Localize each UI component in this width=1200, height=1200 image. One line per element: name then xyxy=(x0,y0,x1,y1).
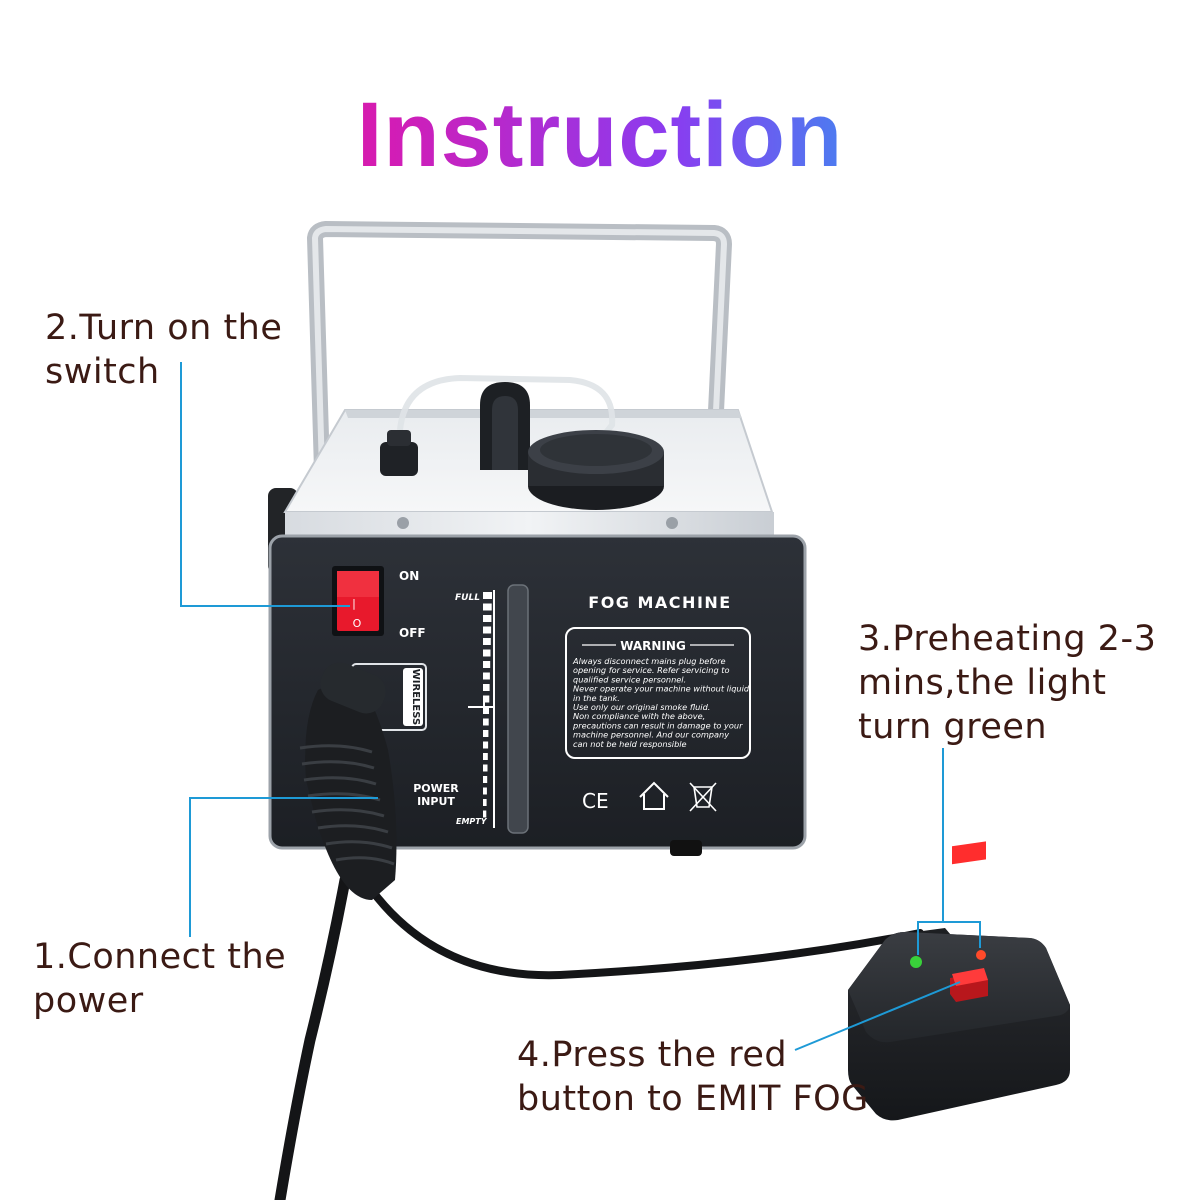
gauge-empty-label: EMPTY xyxy=(456,817,488,826)
switch-on-label: ON xyxy=(399,569,419,583)
warning-text: Always disconnect mains plug beforeopeni… xyxy=(572,656,750,749)
gauge-tick xyxy=(483,707,489,714)
gauge-tick xyxy=(483,695,490,703)
status-led-green xyxy=(910,956,922,968)
switch-mark-on: | xyxy=(352,597,356,610)
gauge-tick xyxy=(483,764,488,772)
gauge-tick xyxy=(483,741,489,749)
gauge-tick xyxy=(483,672,490,680)
switch-mark-off: O xyxy=(353,617,362,630)
power-plug xyxy=(299,662,397,900)
gauge-tick xyxy=(483,638,491,645)
warning-line: can not be held responsible xyxy=(573,739,687,749)
page-title: Instruction xyxy=(0,80,1200,190)
gauge-tick xyxy=(483,810,487,818)
gauge-tick xyxy=(483,776,488,783)
power-cord xyxy=(274,856,924,1200)
warning-title: WARNING xyxy=(620,639,686,653)
gauge-tick xyxy=(483,730,489,737)
power-input-label-line1: POWER xyxy=(413,782,459,795)
valve-cap xyxy=(380,430,418,476)
gauge-tick xyxy=(483,592,492,599)
machine-name-label: FOG MACHINE xyxy=(588,593,731,612)
weee-disposal-icon xyxy=(689,782,717,812)
step-1-connect-power: 1.Connect the power xyxy=(33,937,287,1021)
callout-switch xyxy=(180,362,350,607)
callout-button xyxy=(794,981,961,1051)
power-input-label-line2: INPUT xyxy=(417,795,455,808)
gauge-tick xyxy=(483,753,488,760)
tank-cap xyxy=(528,430,664,510)
power-switch[interactable] xyxy=(332,566,384,636)
fluid-gauge xyxy=(468,584,529,834)
callout-power xyxy=(189,797,378,937)
wireless-label: WIRELESS xyxy=(410,669,421,725)
warning-line: Use only our original smoke fluid. xyxy=(573,702,710,712)
fluid-tube xyxy=(397,374,616,442)
warning-line: qualified service personnel. xyxy=(573,674,686,684)
gauge-tick xyxy=(483,799,487,806)
warning-line: machine personnel. And our company xyxy=(573,730,729,740)
gauge-tick xyxy=(483,615,492,622)
warning-line: Never operate your machine without liqui… xyxy=(573,684,750,694)
callout-lines xyxy=(180,362,981,1051)
step-4-press-button: 4.Press the red button to EMIT FOG xyxy=(517,1035,869,1119)
step-2-turn-on-switch: 2.Turn on the switch xyxy=(45,308,283,392)
status-led-red xyxy=(976,950,986,960)
gauge-tick xyxy=(483,718,489,726)
gauge-tick xyxy=(483,626,492,634)
gauge-full-label: FULL xyxy=(455,593,480,603)
handle-bracket xyxy=(307,221,732,471)
warning-line: Always disconnect mains plug before xyxy=(572,656,726,666)
warning-line: opening for service. Refer servicing to xyxy=(573,665,729,675)
gauge-tick xyxy=(483,649,491,657)
warning-line: precautions can result in damage to your xyxy=(572,720,743,730)
gauge-tick xyxy=(483,684,490,691)
step-3-preheating: 3.Preheating 2-3 mins,the light turn gre… xyxy=(858,619,1157,747)
emit-fog-button[interactable] xyxy=(950,841,988,1002)
indoor-use-icon xyxy=(639,781,669,810)
switch-off-label: OFF xyxy=(399,626,426,640)
ce-mark: CE xyxy=(582,789,609,813)
warning-box xyxy=(565,627,751,759)
warning-line: Non compliance with the above, xyxy=(573,711,705,721)
warning-line: in the tank. xyxy=(573,693,620,703)
gauge-tick xyxy=(483,661,491,668)
front-panel xyxy=(268,534,807,856)
gauge-tick xyxy=(483,787,487,795)
gauge-tick xyxy=(483,603,492,611)
callout-preheat xyxy=(917,748,944,955)
fluid-connector xyxy=(480,382,530,470)
